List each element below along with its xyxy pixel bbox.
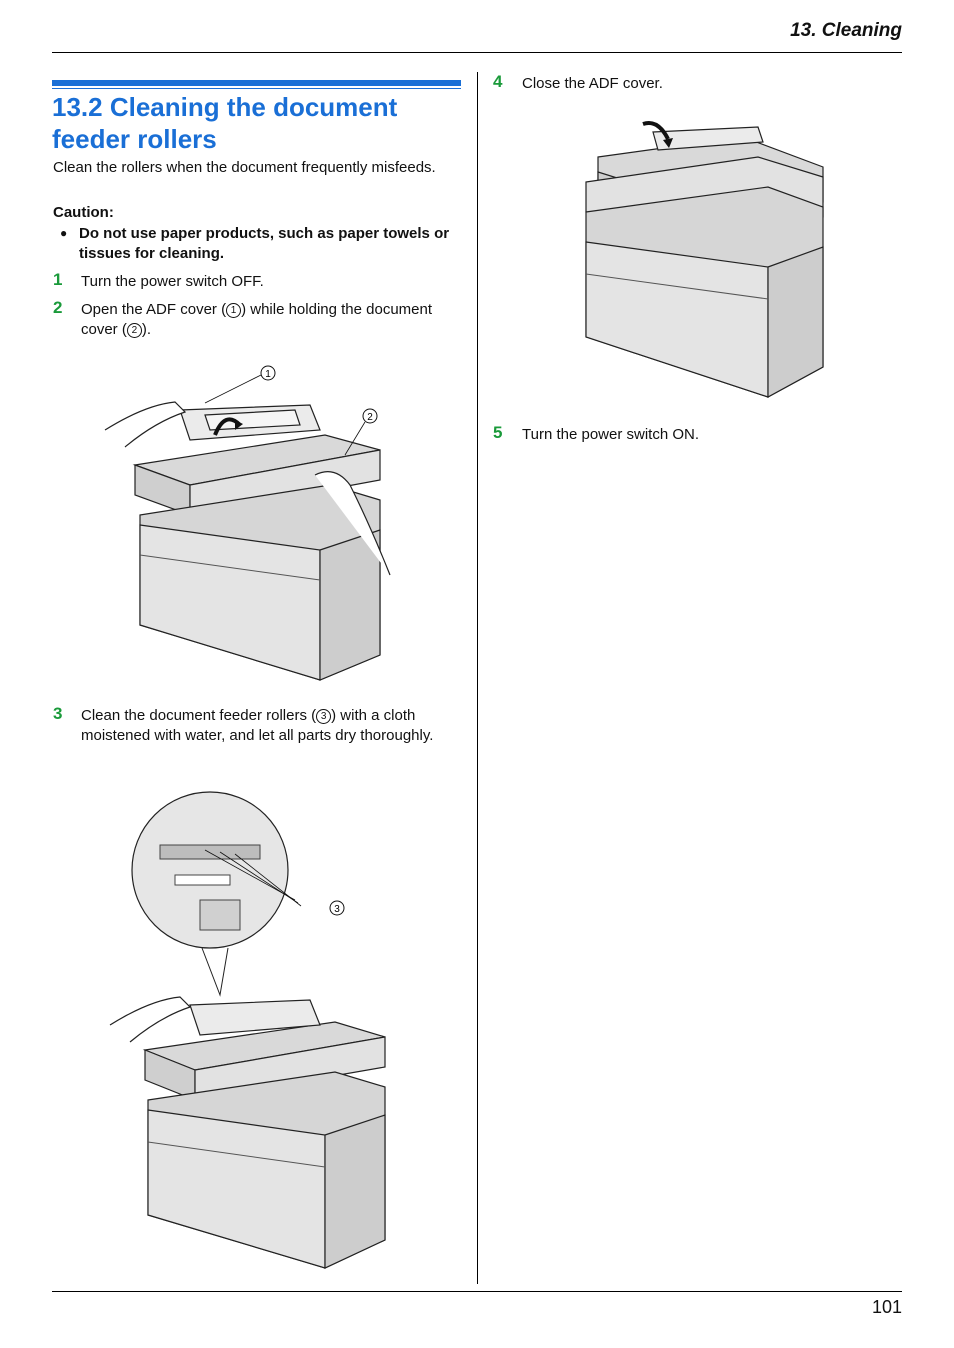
figure-clean-rollers: 3 [109, 791, 386, 1269]
step-3-text: Clean the document feeder rollers (3) wi… [81, 707, 434, 744]
figure-close-adf [585, 121, 824, 399]
callout-1: 1 [265, 369, 271, 380]
section-bar [52, 80, 461, 86]
step-3-number: 3 [53, 704, 63, 723]
callout-3: 3 [334, 904, 340, 915]
step-1-number: 1 [53, 270, 63, 289]
header-rule [52, 52, 902, 53]
intro-text: Clean the rollers when the document freq… [53, 159, 436, 176]
section-bar-thin [52, 88, 461, 89]
step-5-number: 5 [493, 423, 503, 442]
bullet-icon: ● [60, 226, 68, 240]
step-4-number: 4 [493, 72, 503, 91]
step-4-text: Close the ADF cover. [522, 75, 663, 92]
step-2-text: Open the ADF cover (1) while holding the… [81, 301, 433, 338]
page-number: 101 [871, 1297, 902, 1317]
step-5-text: Turn the power switch ON. [522, 426, 700, 443]
caution-text: Do not use paper products, such as paper… [79, 225, 450, 262]
ref-3-icon: 3 [316, 709, 332, 724]
caution-label: Caution: [53, 204, 114, 221]
section-title: 13.2 Cleaning the document feeder roller… [52, 92, 398, 154]
ref-2-icon: 2 [126, 323, 142, 338]
figure-open-adf: 1 2 [104, 365, 391, 681]
step-2-number: 2 [53, 298, 63, 317]
step-1-text: Turn the power switch OFF. [81, 273, 264, 290]
callout-2: 2 [367, 412, 373, 423]
footer-rule [52, 1291, 902, 1292]
column-divider [477, 72, 478, 1284]
ref-1-icon: 1 [226, 303, 242, 318]
chapter-header: 13. Cleaning [790, 20, 902, 41]
